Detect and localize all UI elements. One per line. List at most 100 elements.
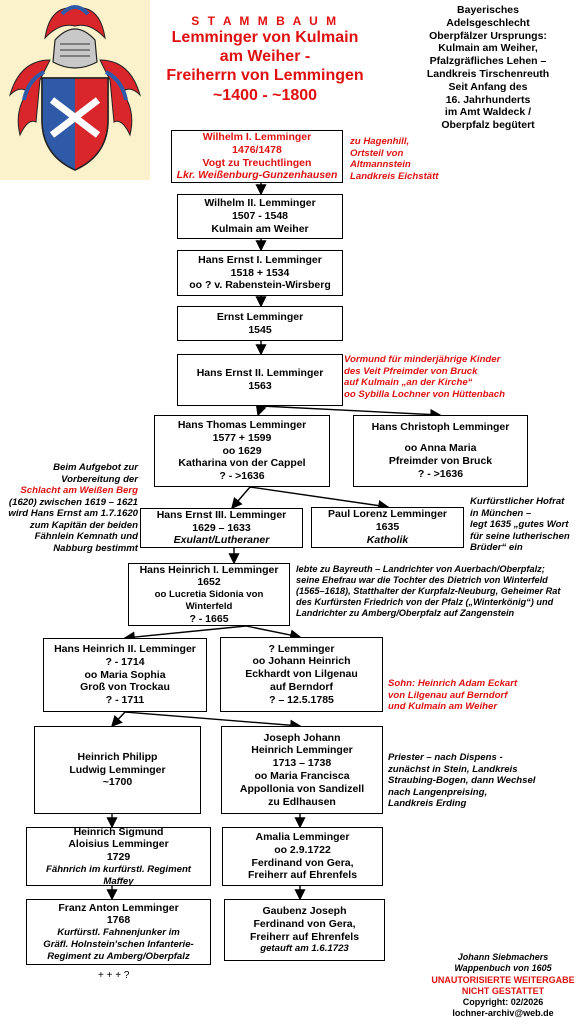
connector-arrow: [249, 486, 390, 512]
info-line: Oberpfalz begütert: [441, 119, 535, 132]
box-amalia: Amalia Lemminger oo 2.9.1722 Ferdinand v…: [222, 827, 383, 886]
box-wilhelm-1: Wilhelm I. Lemminger 1476/1478 Vogt zu T…: [171, 130, 343, 183]
box-line: oo Maria Sophia: [84, 668, 166, 681]
note-line: lebte zu Bayreuth – Landrichter von Auer…: [296, 564, 545, 574]
connector-arrow: [123, 625, 247, 643]
box-line: getauft am 1.6.1723: [260, 943, 349, 955]
box-line: oo Maria Francisca: [254, 770, 350, 782]
note-line: Fähnlein Kemnath und: [34, 531, 138, 542]
note-line: zum Kapitän der beiden: [29, 519, 138, 531]
info-line: 16. Jahrhunderts: [445, 93, 531, 106]
box-line: 1476/1478: [232, 143, 282, 156]
note-vormund: Vormund für minderjährige Kinder des Vei…: [344, 354, 564, 400]
box-line: Freiherr auf Ehrenfels: [249, 930, 360, 943]
note-line: und Kulmain am Weiher: [388, 701, 498, 712]
note-line: (1620) zwischen 1619 – 1621: [8, 496, 138, 508]
note-line: oo Sybilla Lochner von Hüttenbach: [344, 388, 505, 400]
box-line: ~1700: [102, 776, 133, 789]
box-heinrich-sigmund: Heinrich Sigmund Aloisius Lemminger 1729…: [26, 826, 211, 887]
box-line: Katharina von der Cappel: [178, 457, 306, 470]
box-line: 1635: [375, 521, 400, 534]
info-line: Oberpfälzer Ursprungs:: [429, 29, 547, 42]
box-line: 1768: [106, 914, 131, 927]
note-line: Nabburg bestimmt: [53, 542, 138, 554]
box-line: Katholik: [366, 533, 409, 546]
note-line: legt 1635 „gutes Wort: [470, 519, 569, 530]
note-line: Landrichter zu Amberg/Oberpfalz auf Zang…: [296, 608, 515, 619]
box-line: 1577 + 1599: [212, 431, 272, 444]
box-line: ? - >1636: [219, 470, 265, 483]
box-line: Freiherr auf Ehrenfels: [247, 869, 358, 882]
info-line: im Amt Waldeck /: [444, 106, 532, 119]
info-line: Landkreis Tirschenreuth: [426, 67, 550, 80]
footer-line: NICHT GESTATTET: [461, 985, 545, 996]
note-line: Altmannstein: [350, 159, 411, 170]
box-line: Groß von Trockau: [80, 681, 170, 694]
note-line: von Lilgenau auf Berndorf: [388, 689, 508, 701]
note-line: auf Kulmain „an der Kirche“: [344, 377, 473, 388]
box-line: 1563: [248, 380, 272, 392]
box-line: 1652: [197, 576, 221, 589]
box-line: oo ? v. Rabenstein-Wirsberg: [189, 279, 331, 292]
box-line: Heinrich Philipp: [77, 750, 158, 763]
note-line: des Kurfürsten Friedrich von der Pfalz (…: [296, 597, 554, 608]
box-line: Ludwig Lemminger: [69, 763, 166, 776]
note-line: für seine lutherischen: [470, 530, 570, 542]
info-line: Seit Anfang des: [448, 80, 528, 93]
footer-line: UNAUTORISIERTE WEITERGABE: [431, 974, 575, 985]
box-line: auf Berndorf: [270, 680, 333, 693]
box-line: Lkr. Weißenburg-Gunzenhausen: [176, 169, 338, 182]
box-hans-ernst-1: Hans Ernst I. Lemminger 1518 + 1534 oo ?…: [177, 250, 343, 296]
box-line: 1518 + 1534: [230, 266, 290, 279]
box-line: Kulmain am Weiher: [211, 222, 309, 235]
note-line: nach Langenpreising,: [388, 786, 488, 798]
note-line: Landkreis Erding: [388, 798, 467, 809]
box-line: 1629 – 1633: [192, 521, 251, 534]
note-line: des Veit Pfreimder von Bruck: [344, 365, 478, 377]
box-line: Hans Ernst III. Lemminger: [156, 508, 287, 521]
box-line: Eckhardt von Lilgenau: [245, 668, 358, 681]
box-hans-ernst-3: Hans Ernst III. Lemminger 1629 – 1633 Ex…: [140, 508, 303, 548]
box-line: Hans Christoph Lemminger: [371, 421, 510, 434]
note-sohn: Sohn: Heinrich Adam Eckart von Lilgenau …: [388, 678, 568, 713]
box-heinrich-philipp: Heinrich Philipp Ludwig Lemminger ~1700: [34, 726, 201, 814]
box-paul-lorenz: Paul Lorenz Lemminger 1635 Katholik: [311, 507, 464, 548]
box-line: Kurfürstl. Fahnenjunker im: [57, 927, 180, 939]
title-line-1: Lemminger von Kulmain: [171, 29, 359, 46]
footer-line: Copyright: 02/2026: [462, 997, 544, 1007]
info-line: Adelsgeschlecht: [446, 16, 530, 29]
box-line: ? - 1665: [189, 612, 229, 625]
note-hagenhill: zu Hagenhill, Ortsteil von Altmannstein …: [350, 136, 480, 182]
note-line: wird Hans Ernst am 1.7.1620: [8, 508, 138, 519]
note-line: (1565–1618), Statthalter der Kurpfalz-Ne…: [296, 586, 561, 597]
note-line: Beim Aufgebot zur: [53, 462, 138, 473]
footer-line: lochner-archiv@web.de: [452, 1008, 554, 1019]
footer-line: Wappenbuch von 1605: [454, 963, 552, 974]
box-line: Hans Ernst I. Lemminger: [198, 253, 322, 266]
box-hans-heinrich-1: Hans Heinrich I. Lemminger 1652 oo Lucre…: [128, 563, 290, 626]
note-line: Schlacht am Weißen Berg: [20, 485, 138, 496]
box-line: Wilhelm I. Lemminger: [202, 130, 312, 143]
box-line: 1507 - 1548: [231, 210, 289, 223]
box-hans-christoph: Hans Christoph Lemminger oo Anna Maria P…: [353, 415, 528, 487]
note-plus: + + + ?: [98, 970, 130, 981]
box-line: Hans Heinrich II. Lemminger: [54, 643, 196, 655]
box-line: oo Johann Heinrich: [252, 655, 351, 668]
box-line: Joseph Johann: [263, 731, 341, 744]
note-line: Priester – nach Dispens -: [388, 752, 503, 763]
info-line: Bayerisches: [457, 4, 519, 16]
box-line: ? – 12.5.1785: [269, 693, 334, 706]
box-wilhelm-2: Wilhelm II. Lemminger 1507 - 1548 Kulmai…: [177, 194, 343, 239]
note-bayreuth: lebte zu Bayreuth – Landrichter von Auer…: [296, 564, 576, 619]
box-line: ? - 1714: [105, 655, 145, 668]
box-hans-thomas: Hans Thomas Lemminger 1577 + 1599 oo 162…: [154, 415, 330, 487]
box-line: oo Anna Maria: [404, 442, 477, 455]
note-aufgebot: Beim Aufgebot zur Vorbereitung der Schla…: [2, 462, 138, 554]
box-line: Heinrich Lemminger: [251, 744, 353, 757]
coat-of-arms: [0, 0, 150, 180]
box-hans-heinrich-2: Hans Heinrich II. Lemminger ? - 1714 oo …: [43, 638, 207, 712]
note-line: Vorbereitung der: [61, 473, 138, 485]
note-priester: Priester – nach Dispens - zunächst in St…: [388, 752, 568, 810]
note-line: Vormund für minderjährige Kinder: [344, 354, 501, 365]
box-line: Ernst Lemminger: [216, 310, 304, 323]
